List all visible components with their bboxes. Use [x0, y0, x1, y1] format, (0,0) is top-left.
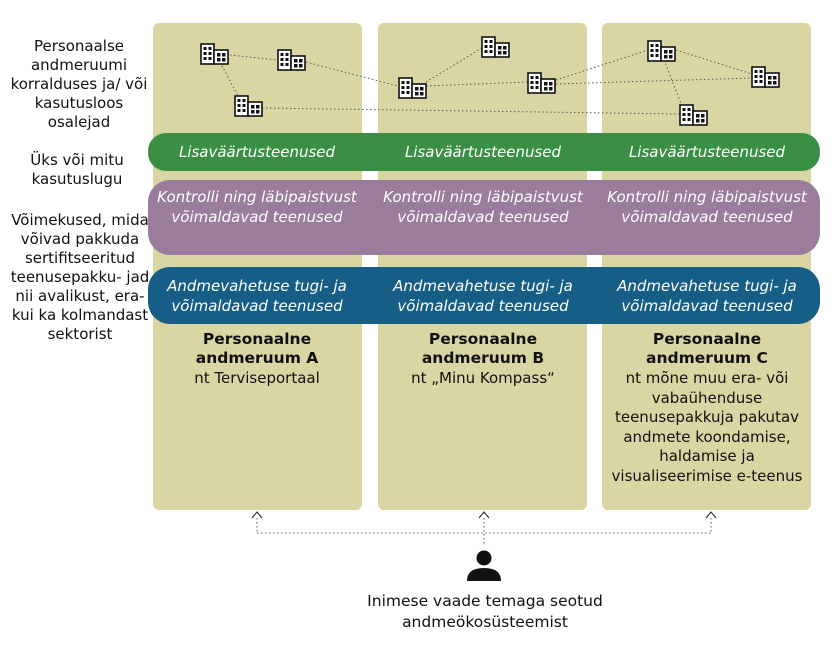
person-icon: [467, 550, 501, 581]
exchange-label-b: Andmevahetuse tugi- ja võimaldavad teenu…: [393, 277, 573, 315]
exchange-label-c: Andmevahetuse tugi- ja võimaldavad teenu…: [617, 277, 797, 315]
label-usecase: Üks või mitu kasutuslugu: [30, 151, 124, 188]
column-c: [602, 23, 811, 510]
value-added-label-c: Lisaväärtusteenused: [628, 143, 786, 161]
exchange-label-a: Andmevahetuse tugi- ja võimaldavad teenu…: [167, 277, 347, 315]
value-added-label-b: Lisaväärtusteenused: [404, 143, 562, 161]
label-capabilities: Võimekused, mida võivad pakkuda sertifit…: [10, 211, 150, 343]
column-a-title: Personaalne andmeruum A: [195, 330, 319, 367]
column-c-desc: nt mõne muu era- või vabaühenduse teenus…: [611, 369, 803, 485]
column-b-desc: nt „Minu Kompass“: [411, 369, 555, 387]
control-label-b: Kontrolli ning läbipaistvust võimaldavad…: [383, 188, 583, 226]
column-c-title: Personaalne andmeruum C: [646, 330, 768, 367]
value-added-label-a: Lisaväärtusteenused: [178, 143, 336, 161]
column-b: [378, 23, 587, 510]
column-a-desc: nt Terviseportaal: [194, 369, 320, 387]
band-exchange: [148, 267, 820, 324]
band-value-added: [148, 133, 820, 171]
label-participants: Personaalse andmeruumi korralduses ja/ v…: [10, 37, 148, 131]
band-control: [148, 180, 820, 255]
control-label-c: Kontrolli ning läbipaistvust võimaldavad…: [607, 188, 807, 226]
column-b-title: Personaalne andmeruum B: [421, 330, 545, 367]
bottom-caption: Inimese vaade temaga seotud andmeökosüst…: [367, 592, 603, 631]
control-label-a: Kontrolli ning läbipaistvust võimaldavad…: [157, 188, 357, 226]
